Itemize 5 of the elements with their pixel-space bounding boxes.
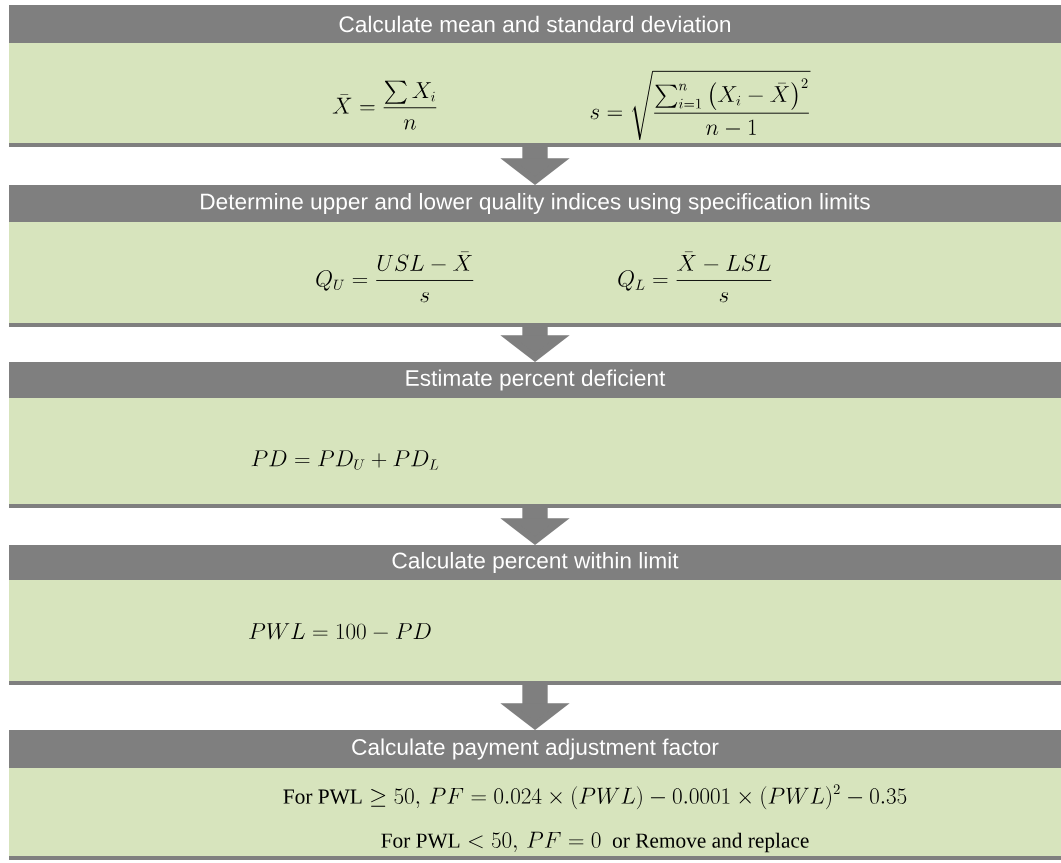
- process-box: Estimate percent deficient $PD=PD_U+PD_L$: [9, 362, 1061, 508]
- process-box: Calculate percent within limit $PWL=100-PD$: [9, 545, 1061, 685]
- process-box: Determine upper and lower quality indices using specification limits $Q_U=\frac{USL-\bar{X}}{s}$ $Q_L=\frac{\bar{X}-LSL}{s}$: [9, 185, 1061, 327]
- process-box: Calculate mean and standard deviation $\bar{X}=\frac{\sum X_i}{n}$ $s=\sqrt{\frac{\sum_{i=1}^{n}\left(X_i-\bar{X}\right)^2}{n-1}}$: [9, 5, 1061, 147]
- process-box: Calculate payment adjustment factor $\mathrm{For\ PWL}\geq 50,\,PF=0.024\times(PWL)-0.0001\times(PWL)^2-0.35$ $\mathrm{For\ PWL}<50,\,PF=0\ \ \mathrm{or\ Remove\ and\ replace}$: [9, 730, 1061, 860]
